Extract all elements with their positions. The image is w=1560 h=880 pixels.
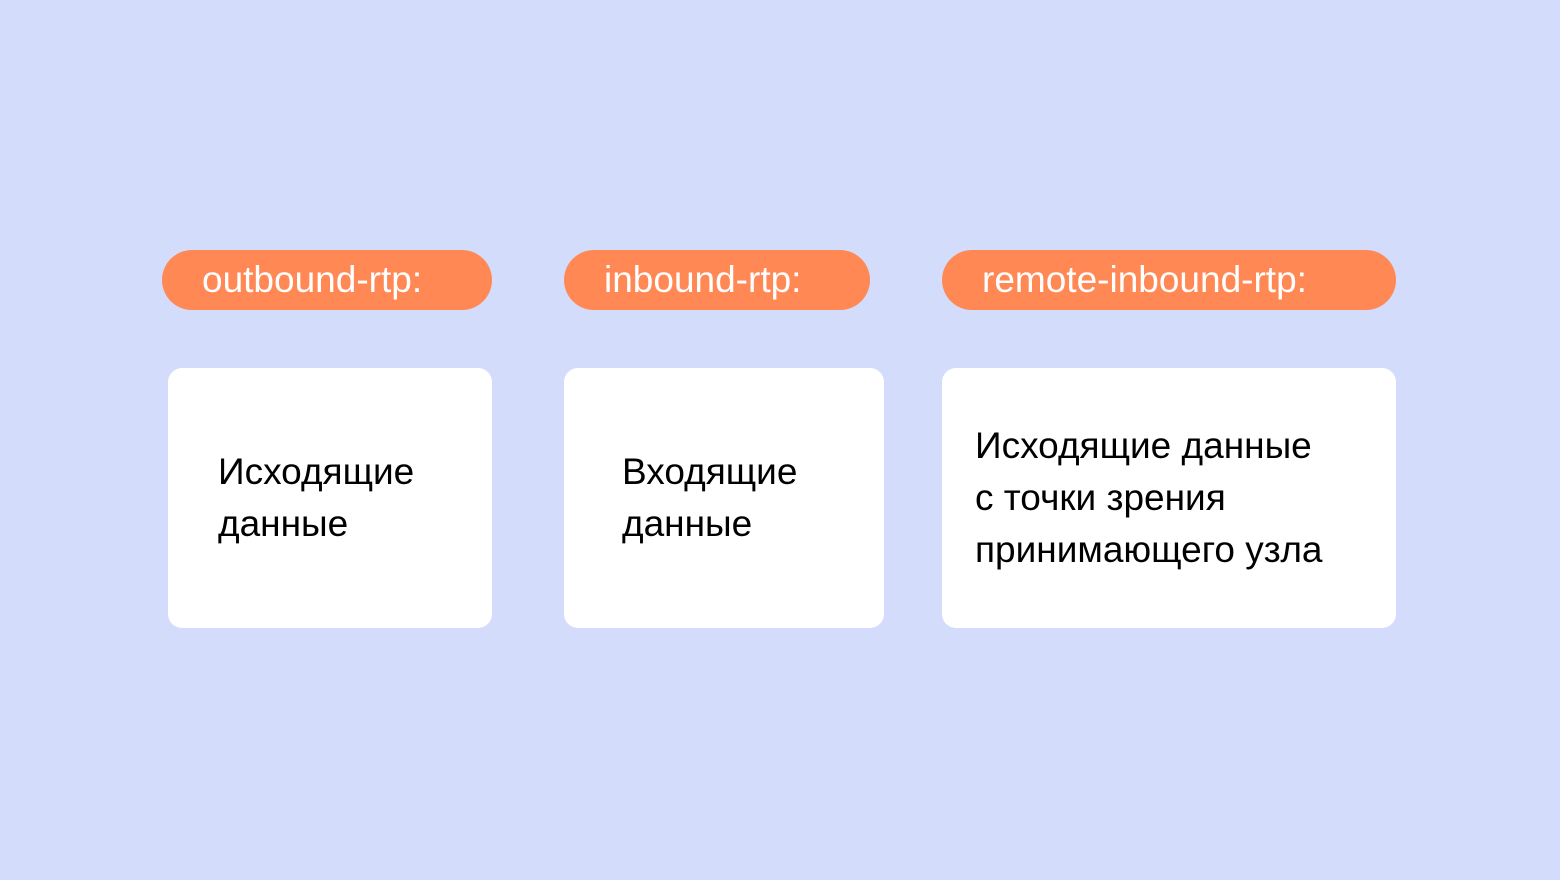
outbound-rtp-description: Исходящие данные	[218, 451, 415, 544]
inbound-rtp-description: Входящие данные	[622, 451, 798, 544]
remote-inbound-rtp-label: remote-inbound-rtp:	[942, 250, 1396, 310]
outbound-rtp-card: Исходящие данные	[168, 368, 492, 628]
remote-inbound-rtp-description: Исходящие данные с точки зрения принимаю…	[975, 425, 1323, 570]
outbound-rtp-label: outbound-rtp:	[162, 250, 492, 310]
inbound-rtp-label: inbound-rtp:	[564, 250, 870, 310]
remote-inbound-rtp-card: Исходящие данные с точки зрения принимаю…	[942, 368, 1396, 628]
inbound-rtp-card: Входящие данные	[564, 368, 884, 628]
